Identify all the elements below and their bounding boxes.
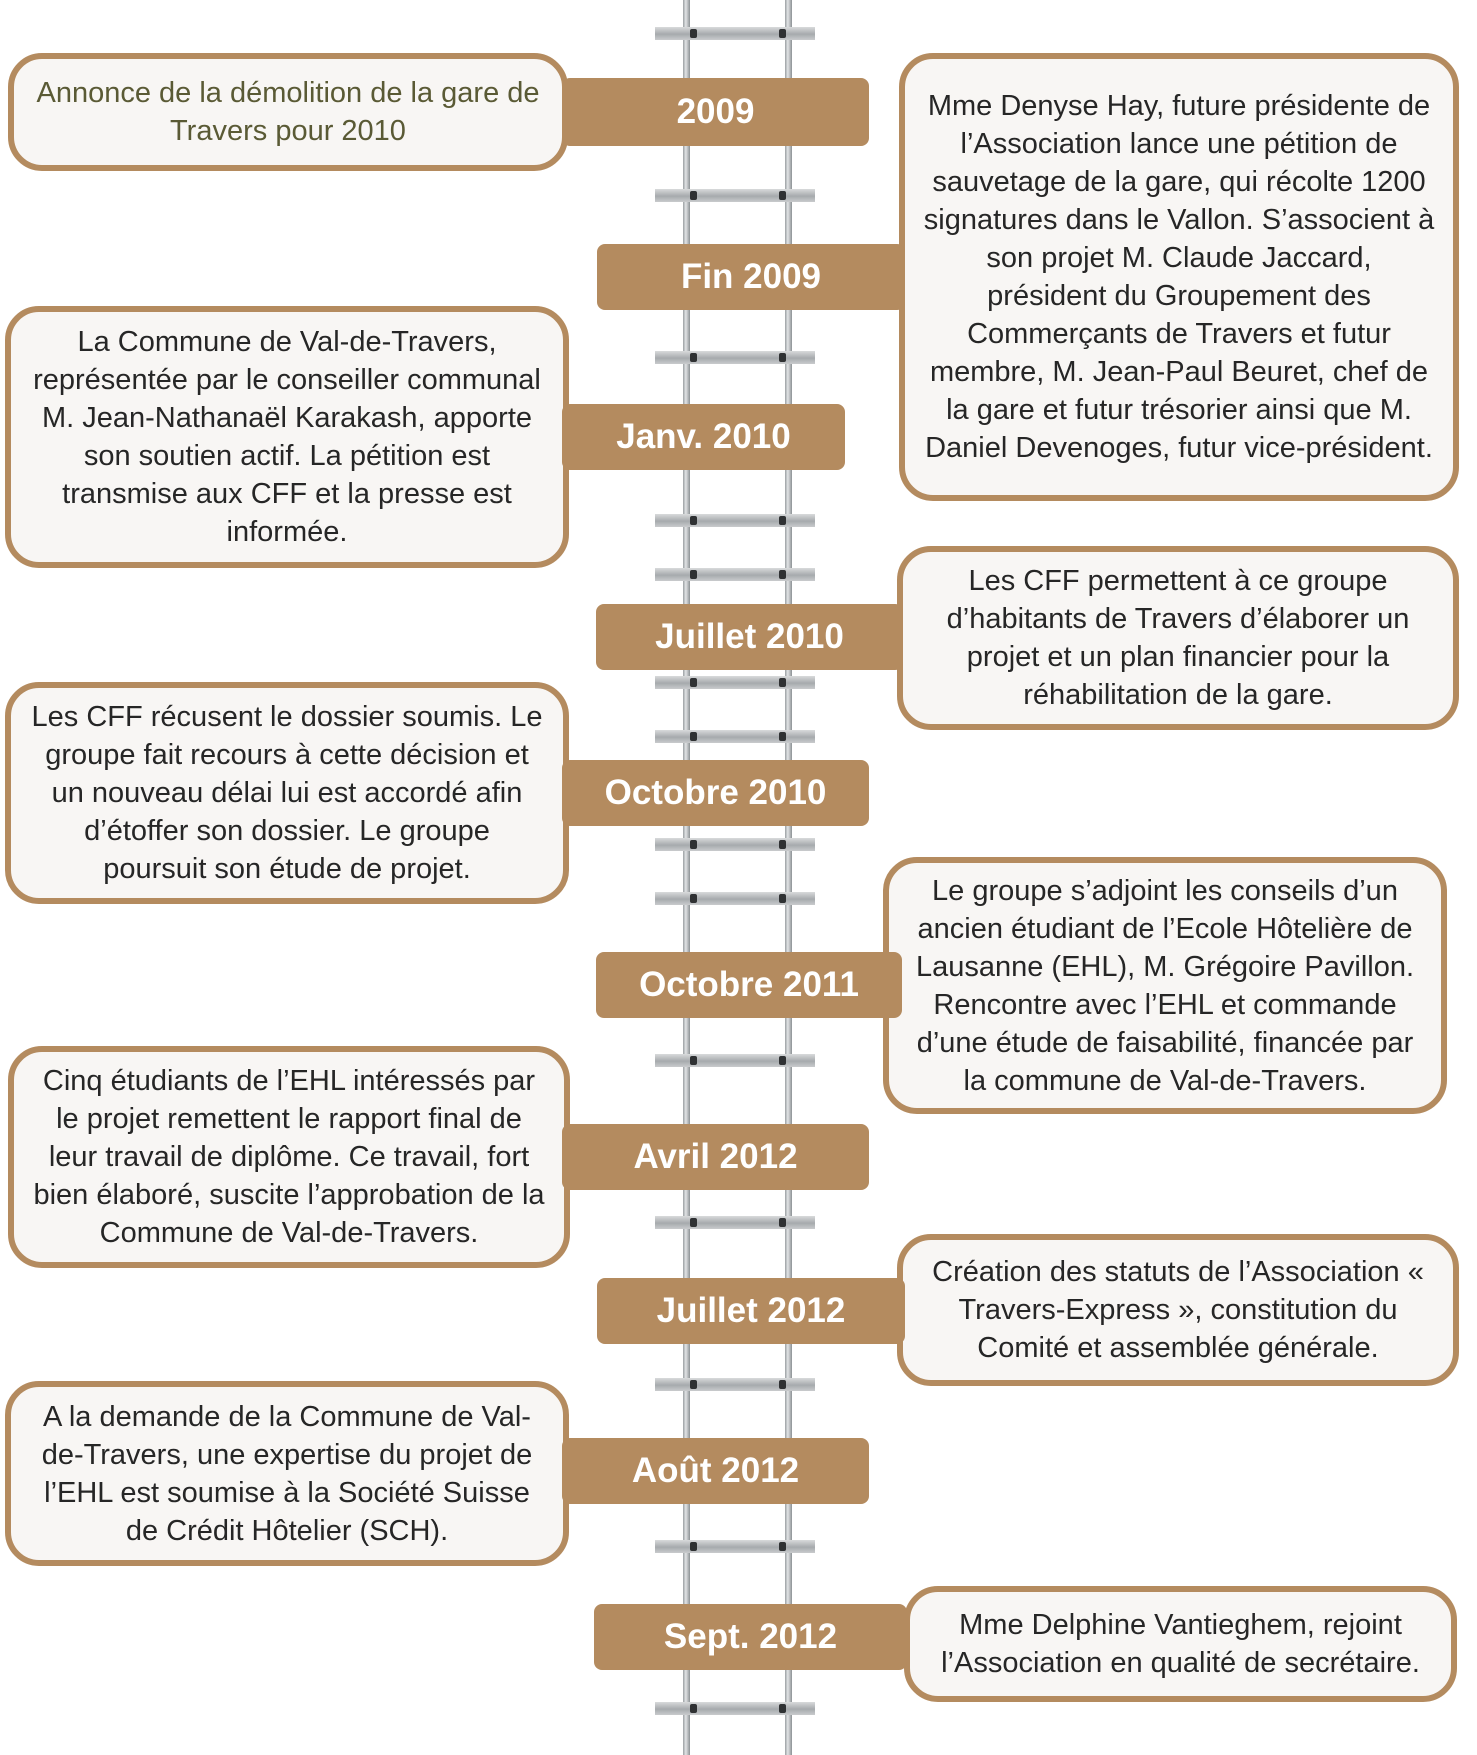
date-label-sept-2012: Sept. 2012	[594, 1604, 907, 1670]
event-box-janv-2010: La Commune de Val-de-Travers, représenté…	[5, 306, 569, 568]
railway-tie	[655, 1378, 815, 1391]
date-label-fin-2009: Fin 2009	[597, 244, 905, 310]
date-label-juillet-2012: Juillet 2012	[597, 1278, 905, 1344]
rail-bolt	[690, 894, 697, 903]
rail-bolt	[690, 678, 697, 687]
rail-bolt	[779, 191, 786, 200]
railway-tie	[655, 676, 815, 689]
event-box-juillet-2012: Création des statuts de l’Association « …	[897, 1234, 1459, 1386]
rail-bolt	[779, 678, 786, 687]
rail-bolt	[690, 29, 697, 38]
date-label-avril-2012: Avril 2012	[562, 1124, 869, 1190]
rail-bolt	[779, 894, 786, 903]
date-label-aout-2012: Août 2012	[562, 1438, 869, 1504]
railway-tie	[655, 27, 815, 40]
rail-bolt	[779, 1704, 786, 1713]
railway-tie	[655, 1216, 815, 1229]
railway-tie	[655, 1054, 815, 1067]
date-label-2009: 2009	[562, 78, 869, 146]
railway-tie	[655, 189, 815, 202]
event-box-sept-2012: Mme Delphine Vantieghem, rejoint l’Assoc…	[904, 1586, 1457, 1702]
rail-bolt	[690, 732, 697, 741]
rail-bolt	[779, 516, 786, 525]
railway-tie	[655, 1540, 815, 1553]
date-label-octobre-2011: Octobre 2011	[596, 952, 902, 1018]
rail-bolt	[779, 570, 786, 579]
rail-bolt	[690, 1056, 697, 1065]
event-box-fin-2009: Mme Denyse Hay, future présidente de l’A…	[899, 53, 1459, 501]
rail-bolt	[690, 1542, 697, 1551]
rail-bolt	[690, 1218, 697, 1227]
event-box-avril-2012: Cinq étudiants de l’EHL intéressés par l…	[8, 1046, 570, 1268]
railway-tie	[655, 568, 815, 581]
railway-tie	[655, 1702, 815, 1715]
date-label-janv-2010: Janv. 2010	[562, 404, 845, 470]
rail-bolt	[779, 353, 786, 362]
railway-tie	[655, 730, 815, 743]
rail-bolt	[690, 353, 697, 362]
rail-bolt	[779, 1056, 786, 1065]
rail-bolt	[779, 840, 786, 849]
event-box-octobre-2011: Le groupe s’adjoint les conseils d’un an…	[883, 857, 1447, 1114]
railway-tie	[655, 892, 815, 905]
rail-bolt	[779, 1542, 786, 1551]
rail-bolt	[690, 1380, 697, 1389]
right-rail	[785, 0, 792, 1755]
railway-tie	[655, 351, 815, 364]
event-box-aout-2012: A la demande de la Commune de Val-de-Tra…	[5, 1381, 569, 1566]
date-label-octobre-2010: Octobre 2010	[562, 760, 869, 826]
rail-bolt	[779, 1380, 786, 1389]
date-label-juillet-2010: Juillet 2010	[596, 604, 903, 670]
rail-bolt	[690, 1704, 697, 1713]
railway-tie	[655, 514, 815, 527]
rail-bolt	[690, 570, 697, 579]
left-rail	[683, 0, 690, 1755]
event-box-octobre-2010: Les CFF récusent le dossier soumis. Le g…	[5, 682, 569, 904]
event-box-2009: Annonce de la démolition de la gare de T…	[8, 53, 568, 171]
rail-bolt	[779, 1218, 786, 1227]
rail-bolt	[779, 732, 786, 741]
rail-bolt	[779, 29, 786, 38]
railway-tie	[655, 838, 815, 851]
rail-bolt	[690, 840, 697, 849]
rail-bolt	[690, 516, 697, 525]
rail-bolt	[690, 191, 697, 200]
event-box-juillet-2010: Les CFF permettent à ce groupe d’habitan…	[897, 546, 1459, 730]
